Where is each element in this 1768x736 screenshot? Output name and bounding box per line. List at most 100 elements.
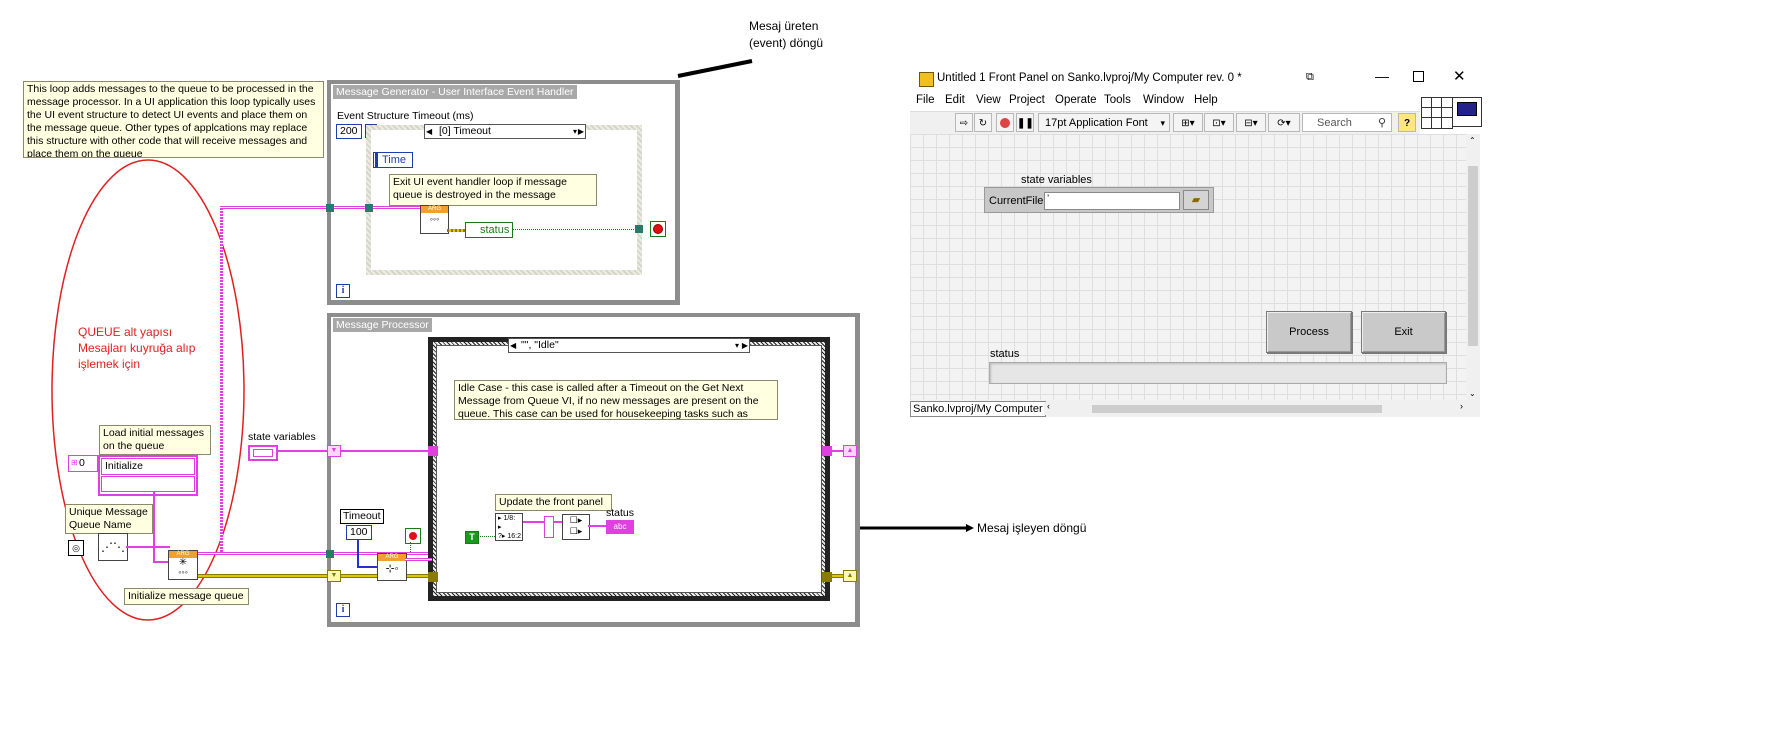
close-button[interactable]: ✕ <box>1453 68 1466 85</box>
maximize-button[interactable] <box>1413 71 1424 82</box>
abort-button[interactable] <box>996 113 1014 132</box>
vi-icon[interactable] <box>1452 97 1482 127</box>
case-left-arrow[interactable]: ◀ <box>510 341 517 350</box>
select-subvi[interactable]: ▸ 1/8:▸?▸ 16:2 <box>495 513 523 541</box>
cluster-label: state variables <box>1021 174 1092 186</box>
error-wire <box>447 229 465 232</box>
distribute-objects-button[interactable]: ⊡▾ <box>1204 113 1234 132</box>
timeout-constant[interactable]: 100 <box>346 525 372 540</box>
idle-case-comment: Idle Case - this case is called after a … <box>454 380 778 420</box>
window-app-icon <box>919 72 934 87</box>
menu-help[interactable]: Help <box>1194 94 1218 106</box>
initialize-queue-comment: Initialize message queue <box>124 588 249 605</box>
front-panel-canvas[interactable] <box>910 134 1466 400</box>
load-initial-messages-comment: Load initial messages on the queue <box>99 425 211 455</box>
current-file-label: CurrentFile <box>989 195 1044 207</box>
timeout-label: Timeout <box>340 509 384 524</box>
pause-button[interactable]: ❚❚ <box>1016 113 1034 132</box>
event-case-left-arrow[interactable]: ◀ <box>426 127 433 136</box>
case-selector[interactable]: ◀ "", "Idle" ▾ ▶ <box>508 338 750 353</box>
event-case-right-arrow[interactable]: ▶ <box>577 127 584 136</box>
processor-queue-tunnel <box>326 550 334 558</box>
minimize-button[interactable]: — <box>1375 68 1389 84</box>
search-input[interactable]: Search <box>1317 117 1352 129</box>
font-dropdown-icon: ▾ <box>1160 118 1165 128</box>
window-snap-icon[interactable]: ⧉ <box>1306 71 1314 83</box>
menu-edit[interactable]: Edit <box>945 94 965 106</box>
stop-wire <box>410 542 412 552</box>
array-index-display[interactable]: ⊞ 0 <box>68 455 98 472</box>
loop-stop-terminal[interactable] <box>650 221 666 237</box>
case-tunnel-error-in <box>428 572 438 582</box>
unique-name-subvi[interactable]: ⋰⋱ <box>98 533 128 561</box>
state-variables-constant[interactable] <box>248 445 278 461</box>
queue-name-constant[interactable]: ◎ <box>68 540 84 556</box>
event-timeout-constant[interactable]: 200 <box>336 124 362 139</box>
array-wire-down <box>153 492 155 562</box>
window-title: Untitled 1 Front Panel on Sanko.lvproj/M… <box>937 72 1242 84</box>
project-context-label: Sanko.lvproj/My Computer <box>910 401 1046 417</box>
event-case-selector[interactable]: ◀ [0] Timeout ▾ ▶ <box>424 124 586 139</box>
status-string-display <box>989 362 1447 384</box>
current-file-path-control[interactable]: ʼ <box>1044 192 1180 210</box>
font-selector[interactable]: 17pt Application Font ▾ <box>1038 113 1170 132</box>
menu-operate[interactable]: Operate <box>1055 94 1097 106</box>
horizontal-scrollbar[interactable]: ‹ › <box>1044 401 1466 415</box>
state-shift-register-right: ▲ <box>843 445 857 457</box>
bool-wire <box>477 536 495 537</box>
event-loop-output-tunnel <box>635 225 643 233</box>
browse-button[interactable]: ▰ <box>1183 190 1209 210</box>
dequeue-message-subvi[interactable]: ARG ⊹◦ <box>377 553 407 581</box>
case-structure <box>428 337 830 601</box>
initial-messages-array[interactable]: Initialize <box>98 455 198 496</box>
menu-file[interactable]: File <box>916 94 935 106</box>
menu-project[interactable]: Project <box>1009 94 1045 106</box>
search-box[interactable]: Search ⚲ <box>1302 113 1392 132</box>
case-tunnel-state-out <box>822 446 832 456</box>
queue-annotation: QUEUE alt yapısı Mesajları kuyruğa alıp … <box>78 325 196 371</box>
menu-window[interactable]: Window <box>1143 94 1184 106</box>
queue-highlight-ellipse <box>51 159 245 621</box>
event-timeout-label: Event Structure Timeout (ms) <box>337 110 474 122</box>
connector-pane-icon[interactable] <box>1421 97 1453 129</box>
get-queue-status-subvi[interactable]: ARG ◦◦◦ <box>420 205 449 234</box>
event-handler-while-loop: Message Generator - User Interface Event… <box>327 80 680 305</box>
resize-objects-button[interactable]: ⊟▾ <box>1236 113 1266 132</box>
state-variables-cluster[interactable]: CurrentFile ʼ ▰ <box>984 187 1214 213</box>
case-right-arrow[interactable]: ▶ <box>741 341 748 350</box>
format-subvi[interactable]: ☐▸☐▸ <box>562 514 590 540</box>
status-indicator-label: status <box>606 507 635 519</box>
status-unbundle[interactable]: status <box>465 222 513 238</box>
state-variables-label: state variables <box>248 431 316 443</box>
state-shift-register-left: ▼ <box>327 445 341 457</box>
iteration-terminal: i <box>336 284 350 298</box>
search-icon: ⚲ <box>1377 117 1386 129</box>
event-loop-input-tunnel <box>326 204 334 212</box>
stop-indicator[interactable] <box>405 528 421 544</box>
run-button[interactable]: ⇨ <box>955 113 973 132</box>
event-structure-input-tunnel <box>365 204 373 212</box>
vertical-scrollbar[interactable]: ⌃ ⌄ <box>1466 134 1480 400</box>
queue-wire-to-processor <box>196 552 432 555</box>
reorder-button[interactable]: ⟳▾ <box>1268 113 1300 132</box>
processing-loop-pointer <box>858 524 974 532</box>
menu-tools[interactable]: Tools <box>1104 94 1131 106</box>
case-tunnel-state-in <box>428 446 438 456</box>
processor-loop-label: Message Processor <box>333 318 432 332</box>
error-shift-register-left: ▼ <box>327 570 341 582</box>
process-button[interactable]: Process <box>1266 311 1352 353</box>
event-case-dropdown-arrow[interactable]: ▾ <box>572 127 577 136</box>
path-symbol-icon: ʼ <box>1047 194 1050 205</box>
exit-button[interactable]: Exit <box>1361 311 1446 353</box>
case-dropdown-arrow[interactable]: ▾ <box>734 341 739 350</box>
true-constant[interactable]: T <box>465 531 479 544</box>
event-loop-pointer <box>677 59 753 78</box>
context-help-button[interactable]: ? <box>1398 113 1416 132</box>
run-continuously-button[interactable]: ↻ <box>974 113 992 132</box>
initialize-queue-subvi[interactable]: ARG ✳ ◦◦◦ <box>168 550 198 580</box>
exit-handler-comment: Exit UI event handler loop if message qu… <box>389 174 597 206</box>
error-shift-register-right: ▲ <box>843 570 857 582</box>
align-objects-button[interactable]: ⊞▾ <box>1173 113 1203 132</box>
select-tunnel <box>544 516 554 538</box>
menu-view[interactable]: View <box>976 94 1001 106</box>
